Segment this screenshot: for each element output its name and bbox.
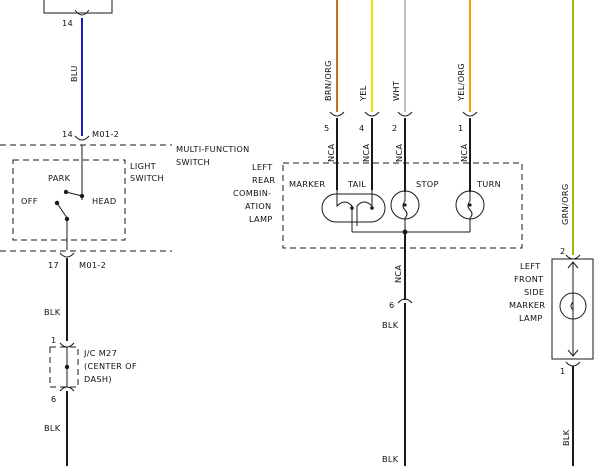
nca-label-pin2: NCA <box>394 144 404 162</box>
turn-filament-node <box>468 203 472 207</box>
front-marker-name-1: LEFT <box>520 261 541 271</box>
conn-symbol-pin5 <box>329 111 345 117</box>
stop-filament <box>402 192 408 232</box>
wire-label-yel-org: YEL/ORG <box>456 63 466 102</box>
jc-name-line1: J/C M27 <box>83 348 117 358</box>
wire-label-yel: YEL <box>358 85 368 102</box>
front-marker-name-2: FRONT <box>514 274 544 284</box>
ground-nca-label: NCA <box>393 265 403 283</box>
mfs-out-connector-id: M01-2 <box>79 260 106 270</box>
front-marker-name-3: SIDE <box>524 287 544 297</box>
jc-pin-in: 1 <box>51 335 57 345</box>
marker-tail-bulb <box>321 193 386 223</box>
front-marker-bulb <box>559 292 587 320</box>
tail-filament-node <box>370 206 374 210</box>
mfs-name-line2: SWITCH <box>176 157 210 167</box>
top-connector-symbol <box>74 9 90 16</box>
rear-lamp-name-4: ATION <box>245 201 271 211</box>
tail-label: TAIL <box>347 179 366 189</box>
jc-splice <box>64 364 70 370</box>
stop-label: STOP <box>416 179 439 189</box>
pin-number-5: 5 <box>324 123 330 133</box>
front-marker-name-4: MARKER <box>509 300 545 310</box>
marker-label: MARKER <box>289 179 325 189</box>
pin-number-4: 4 <box>359 123 365 133</box>
mfs-pin-number: 14 <box>62 129 73 139</box>
switch-terminal-park <box>63 189 69 195</box>
ground-blk-label-2: BLK <box>382 454 399 464</box>
light-switch-box <box>12 159 126 241</box>
mfs-connector-symbol <box>74 135 90 141</box>
nca-label-pin4: NCA <box>361 144 371 162</box>
switch-terminal-head <box>79 193 85 199</box>
jc-pin-out: 6 <box>51 394 57 404</box>
rear-lamp-circuit: BRN/ORG YEL WHT YEL/ORG 5 4 2 1 NCA NCA … <box>233 0 523 466</box>
turn-label: TURN <box>476 179 501 189</box>
switch-terminal-common <box>64 216 70 222</box>
jc-box <box>49 346 79 388</box>
mfs-connector-id: M01-2 <box>92 129 119 139</box>
jc-out-symbol <box>59 386 75 392</box>
front-marker-arrow-top <box>567 261 579 269</box>
conn-symbol-pin1 <box>462 111 478 117</box>
switch-pos-head: HEAD <box>92 196 116 206</box>
ground-blk-label-1: BLK <box>382 320 399 330</box>
stop-filament-node <box>403 203 407 207</box>
light-switch-label-line1: LIGHT <box>130 161 157 171</box>
top-pin-number: 14 <box>62 18 73 28</box>
tail-filament <box>356 190 373 226</box>
nca-label-pin5: NCA <box>326 144 336 162</box>
front-marker-arrow-bottom <box>567 349 579 357</box>
rear-lamp-name-1: LEFT <box>252 162 273 172</box>
ground-connector-symbol <box>397 298 413 304</box>
switch-park-contact <box>65 191 83 197</box>
front-marker-pin-out: 1 <box>560 366 566 376</box>
top-connector-outline <box>43 0 113 14</box>
conn-symbol-pin4 <box>364 111 380 117</box>
switch-blade <box>56 202 68 219</box>
jc-name-line2: (CENTER OF <box>84 361 137 371</box>
front-marker-pin-in: 2 <box>560 246 566 256</box>
front-marker-out-symbol <box>565 361 581 367</box>
nca-label-pin1: NCA <box>459 144 469 162</box>
front-marker-in-symbol <box>565 254 581 260</box>
mfs-out-pin-number: 17 <box>48 260 59 270</box>
marker-filament <box>336 190 353 226</box>
grn-org-wire-label: GRN/ORG <box>560 184 570 226</box>
rear-lamp-box <box>282 162 523 249</box>
turn-filament <box>467 192 473 232</box>
jc-name-line3: DASH) <box>84 374 112 384</box>
blu-wire-label: BLU <box>69 65 79 82</box>
front-marker-name-5: LAMP <box>519 313 543 323</box>
switch-pos-off: OFF <box>21 196 38 206</box>
pin-number-2: 2 <box>392 123 398 133</box>
marker-filament-node <box>350 206 354 210</box>
front-marker-blk-label: BLK <box>561 429 571 446</box>
pin-number-1: 1 <box>458 123 464 133</box>
blk-wire-lower-label: BLK <box>44 423 61 433</box>
switch-pos-park: PARK <box>48 173 71 183</box>
wire-label-brn-org: BRN/ORG <box>323 60 333 101</box>
front-marker-filament <box>570 294 574 318</box>
ground-pin-number: 6 <box>389 300 395 310</box>
left-circuit: 14 BLU 14 M01-2 MULTI-FUNCTION SWITCH LI… <box>0 0 250 466</box>
rear-lamp-name-3: COMBIN- <box>233 188 271 198</box>
jc-in-symbol <box>59 342 75 348</box>
front-marker-box <box>551 258 594 360</box>
mfs-name-line1: MULTI-FUNCTION <box>176 144 250 154</box>
blk-wire-upper-label: BLK <box>44 307 61 317</box>
light-switch-label-line2: SWITCH <box>130 173 164 183</box>
conn-symbol-pin2 <box>397 111 413 117</box>
wire-label-wht: WHT <box>391 80 401 101</box>
rear-lamp-name-5: LAMP <box>249 214 273 224</box>
mfs-out-connector-symbol <box>59 252 75 258</box>
rear-lamp-name-2: REAR <box>252 175 275 185</box>
front-marker-circuit: GRN/ORG 2 LEFT FRONT SIDE MARKER LAMP 1 … <box>509 0 594 466</box>
